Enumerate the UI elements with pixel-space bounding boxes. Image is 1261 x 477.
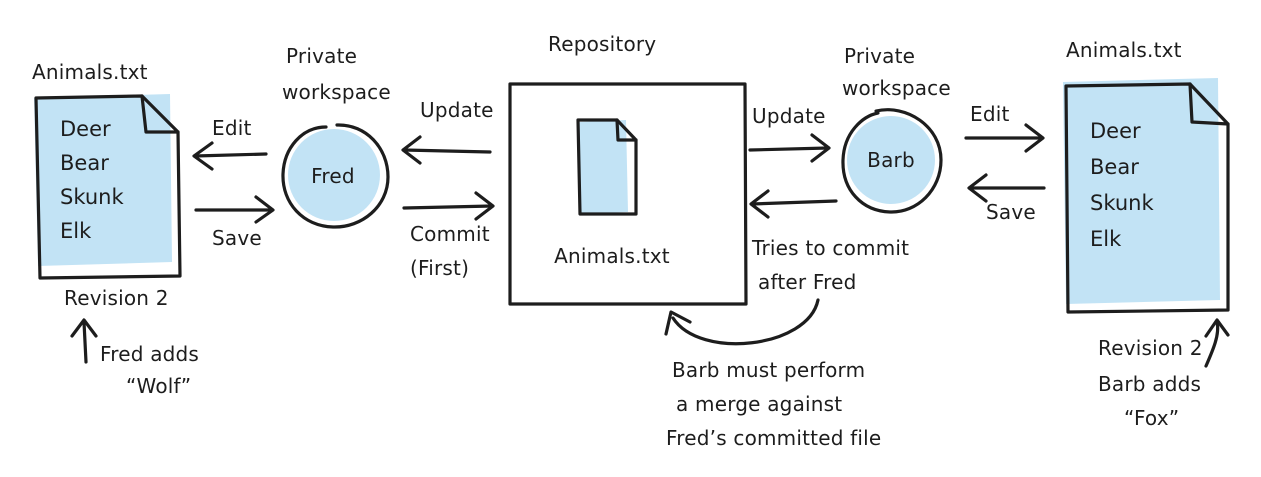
arrow-fred-edit <box>192 141 268 171</box>
arrow-left-revision-up <box>70 318 98 364</box>
left-file-note-line2: “Wolf” <box>126 374 192 398</box>
fred-save-label: Save <box>212 226 262 250</box>
tries-commit-line2: after Fred <box>758 270 857 294</box>
left-file-line: Deer <box>60 117 111 141</box>
arrow-barb-commit-attempt <box>749 189 838 219</box>
right-file-note-line2: “Fox” <box>1124 406 1180 430</box>
arrow-right-revision-up <box>1204 318 1230 368</box>
left-file-revision: Revision 2 <box>64 286 169 310</box>
commit-label-line2: (First) <box>410 256 470 280</box>
repository-file-name: Animals.txt <box>554 244 670 268</box>
arrow-fred-save <box>194 195 275 224</box>
fred-workspace-label-line1: Private <box>286 44 358 68</box>
right-file-title: Animals.txt <box>1066 38 1182 62</box>
barb-edit-label: Edit <box>970 102 1010 126</box>
arrow-barb-edit <box>964 123 1045 153</box>
arrow-barb-save <box>967 173 1046 203</box>
arrow-update-to-barb <box>748 133 831 163</box>
barb-save-label: Save <box>986 200 1036 224</box>
merge-note-line1: Barb must perform <box>672 358 866 382</box>
repository-box <box>508 82 748 306</box>
fred-edit-label: Edit <box>212 116 252 140</box>
fred-user-label: Fred <box>311 164 355 188</box>
merge-note-line2: a merge against <box>676 392 843 416</box>
right-file-line: Deer <box>1090 119 1141 143</box>
merge-note-line3: Fred’s committed file <box>666 426 882 450</box>
commit-label-line1: Commit <box>410 222 490 246</box>
fred-workspace-circle <box>281 123 390 229</box>
right-file-revision: Revision 2 <box>1098 336 1203 360</box>
barb-workspace-label-line2: workspace <box>842 76 951 100</box>
left-file-line: Bear <box>60 151 109 175</box>
update-label-left: Update <box>420 98 494 122</box>
barb-workspace-circle <box>841 108 943 214</box>
arrow-update-to-fred <box>401 135 492 165</box>
left-file-note-line1: Fred adds <box>100 342 200 366</box>
barb-workspace-label-line1: Private <box>844 44 916 68</box>
repository-title: Repository <box>548 32 657 56</box>
left-file-title: Animals.txt <box>32 60 148 84</box>
arrow-merge-curve <box>664 298 820 346</box>
update-label-right: Update <box>752 104 826 128</box>
barb-user-label: Barb <box>867 148 915 172</box>
arrow-commit-first <box>402 191 495 221</box>
fred-workspace-label-line2: workspace <box>282 80 391 104</box>
left-file-line: Elk <box>60 219 92 243</box>
right-file-line: Elk <box>1090 227 1122 251</box>
left-document-icon <box>34 94 182 280</box>
right-document-icon <box>1063 78 1230 314</box>
right-file-note-line1: Barb adds <box>1098 372 1202 396</box>
tries-commit-line1: Tries to commit <box>752 236 910 260</box>
left-file-line: Skunk <box>60 185 124 209</box>
right-file-line: Bear <box>1090 155 1139 179</box>
right-file-line: Skunk <box>1090 191 1154 215</box>
